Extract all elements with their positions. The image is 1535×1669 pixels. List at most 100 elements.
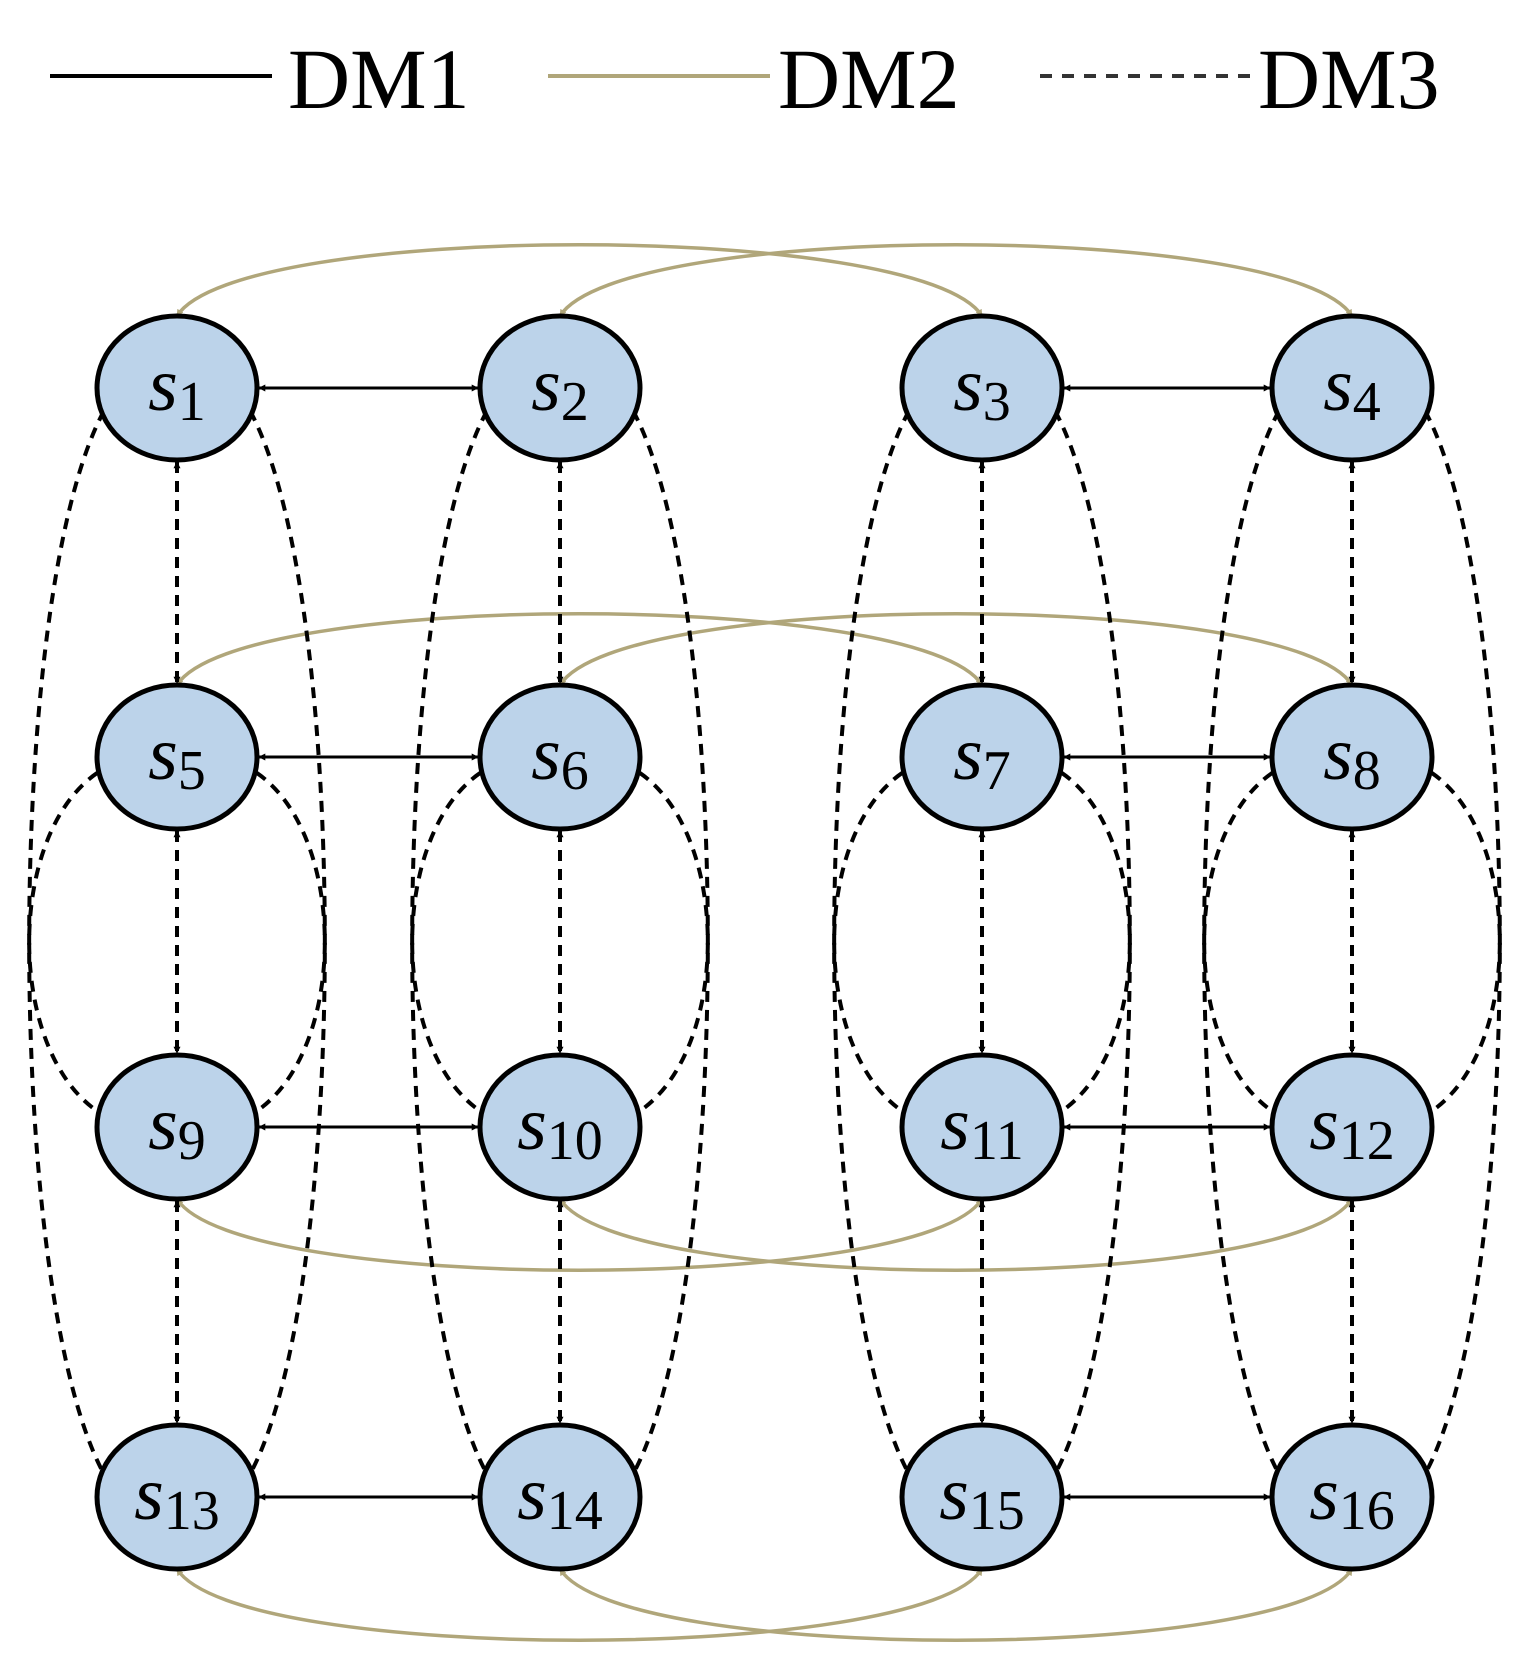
state-node-s13: s13 — [94, 1422, 260, 1572]
state-label-subscript: 5 — [178, 740, 206, 802]
state-label-base: s — [134, 1452, 164, 1536]
state-node-label: s12 — [1309, 1082, 1395, 1172]
state-label-subscript: 4 — [1353, 371, 1381, 433]
state-node-label: s14 — [517, 1452, 603, 1542]
legend-item-dm3: DM3 — [1040, 31, 1440, 127]
dm2-edge-s10-s12 — [558, 1198, 1354, 1272]
legend-item-dm1: DM1 — [50, 31, 470, 127]
state-label-base: s — [148, 343, 178, 427]
state-node-circle — [899, 313, 1065, 463]
state-node-s11: s11 — [899, 1052, 1065, 1202]
dm1-edges — [258, 384, 1271, 1501]
dm3-arc-s5-s9-left — [27, 761, 115, 1123]
state-label-base: s — [953, 712, 983, 796]
state-node-s2: s2 — [477, 313, 643, 463]
state-label-base: s — [531, 712, 561, 796]
state-label-base: s — [953, 343, 983, 427]
dm3-arc-s1-s13-left — [27, 393, 116, 1492]
state-node-s6: s6 — [477, 682, 643, 832]
state-label-base: s — [148, 712, 178, 796]
dm2-edge-s9-s11 — [175, 1198, 984, 1272]
state-label-subscript: 2 — [561, 371, 589, 433]
state-node-circle — [1269, 1422, 1435, 1572]
state-label-subscript: 3 — [983, 371, 1011, 433]
dm3-arc-s2-s14-right — [621, 393, 710, 1492]
state-node-label: s1 — [148, 343, 206, 433]
state-node-circle — [1269, 313, 1435, 463]
state-label-subscript: 10 — [547, 1110, 603, 1172]
state-node-circle — [477, 1422, 643, 1572]
state-label-subscript: 6 — [561, 740, 589, 802]
state-label-subscript: 12 — [1339, 1110, 1395, 1172]
dm3-arc-s5-s9-right — [239, 761, 327, 1123]
state-label-base: s — [1309, 1082, 1339, 1166]
state-node-label: s16 — [1309, 1452, 1395, 1542]
state-node-circle — [899, 1422, 1065, 1572]
state-node-circle — [477, 682, 643, 832]
state-node-s4: s4 — [1269, 313, 1435, 463]
dm3-arc-s7-s11-left — [832, 761, 920, 1123]
state-node-s7: s7 — [899, 682, 1065, 832]
state-node-label: s9 — [148, 1082, 206, 1172]
dm3-arc-s8-s12-left — [1202, 761, 1290, 1123]
dm2-edge-s14-s16 — [558, 1568, 1354, 1642]
state-node-label: s3 — [953, 343, 1011, 433]
state-node-circle — [94, 682, 260, 832]
state-node-label: s5 — [148, 712, 206, 802]
state-label-base: s — [939, 1452, 969, 1536]
state-node-circle — [477, 313, 643, 463]
state-label-subscript: 1 — [178, 371, 206, 433]
state-node-label: s6 — [531, 712, 589, 802]
state-node-label: s13 — [134, 1452, 220, 1542]
state-node-s5: s5 — [94, 682, 260, 832]
state-label-base: s — [517, 1452, 547, 1536]
state-label-subscript: 14 — [547, 1480, 603, 1542]
state-node-s14: s14 — [477, 1422, 643, 1572]
dm3-arc-s3-s15-left — [832, 393, 921, 1492]
state-label-base: s — [531, 343, 561, 427]
state-node-label: s8 — [1323, 712, 1381, 802]
dm2-edge-s2-s4 — [558, 243, 1354, 317]
state-node-label: s7 — [953, 712, 1011, 802]
dm3-arc-s4-s16-left — [1202, 393, 1291, 1492]
dm2-edge-s13-s15 — [175, 1568, 984, 1642]
state-node-circle — [1269, 1052, 1435, 1202]
state-label-base: s — [1323, 343, 1353, 427]
legend-label-dm2: DM2 — [778, 31, 960, 127]
dm3-arc-s8-s12-right — [1414, 761, 1502, 1123]
state-label-subscript: 7 — [983, 740, 1011, 802]
state-node-label: s10 — [517, 1082, 603, 1172]
state-label-base: s — [1323, 712, 1353, 796]
state-node-label: s11 — [940, 1082, 1024, 1172]
state-node-s15: s15 — [899, 1422, 1065, 1572]
state-node-s3: s3 — [899, 313, 1065, 463]
dm3-arc-s7-s11-right — [1044, 761, 1132, 1123]
state-label-subscript: 8 — [1353, 740, 1381, 802]
state-node-s8: s8 — [1269, 682, 1435, 832]
state-node-s9: s9 — [94, 1052, 260, 1202]
state-node-circle — [94, 313, 260, 463]
state-label-subscript: 15 — [969, 1480, 1025, 1542]
legend-item-dm2: DM2 — [548, 31, 960, 127]
state-node-circle — [477, 1052, 643, 1202]
state-label-subscript: 11 — [970, 1110, 1024, 1172]
legend-label-dm3: DM3 — [1258, 31, 1440, 127]
dm2-edge-s1-s3 — [175, 243, 984, 317]
state-label-base: s — [1309, 1452, 1339, 1536]
state-node-s16: s16 — [1269, 1422, 1435, 1572]
dm3-arc-s3-s15-right — [1043, 393, 1132, 1492]
state-node-label: s15 — [939, 1452, 1025, 1542]
dm3-arc-s4-s16-right — [1413, 393, 1502, 1492]
state-label-subscript: 9 — [178, 1110, 206, 1172]
state-label-base: s — [940, 1082, 970, 1166]
dm2-edge-s6-s8 — [558, 612, 1354, 686]
legend: DM1 DM2 DM3 — [50, 31, 1440, 127]
state-label-base: s — [517, 1082, 547, 1166]
state-node-circle — [94, 1052, 260, 1202]
state-node-s1: s1 — [94, 313, 260, 463]
state-label-subscript: 16 — [1339, 1480, 1395, 1542]
state-node-circle — [94, 1422, 260, 1572]
state-node-s12: s12 — [1269, 1052, 1435, 1202]
